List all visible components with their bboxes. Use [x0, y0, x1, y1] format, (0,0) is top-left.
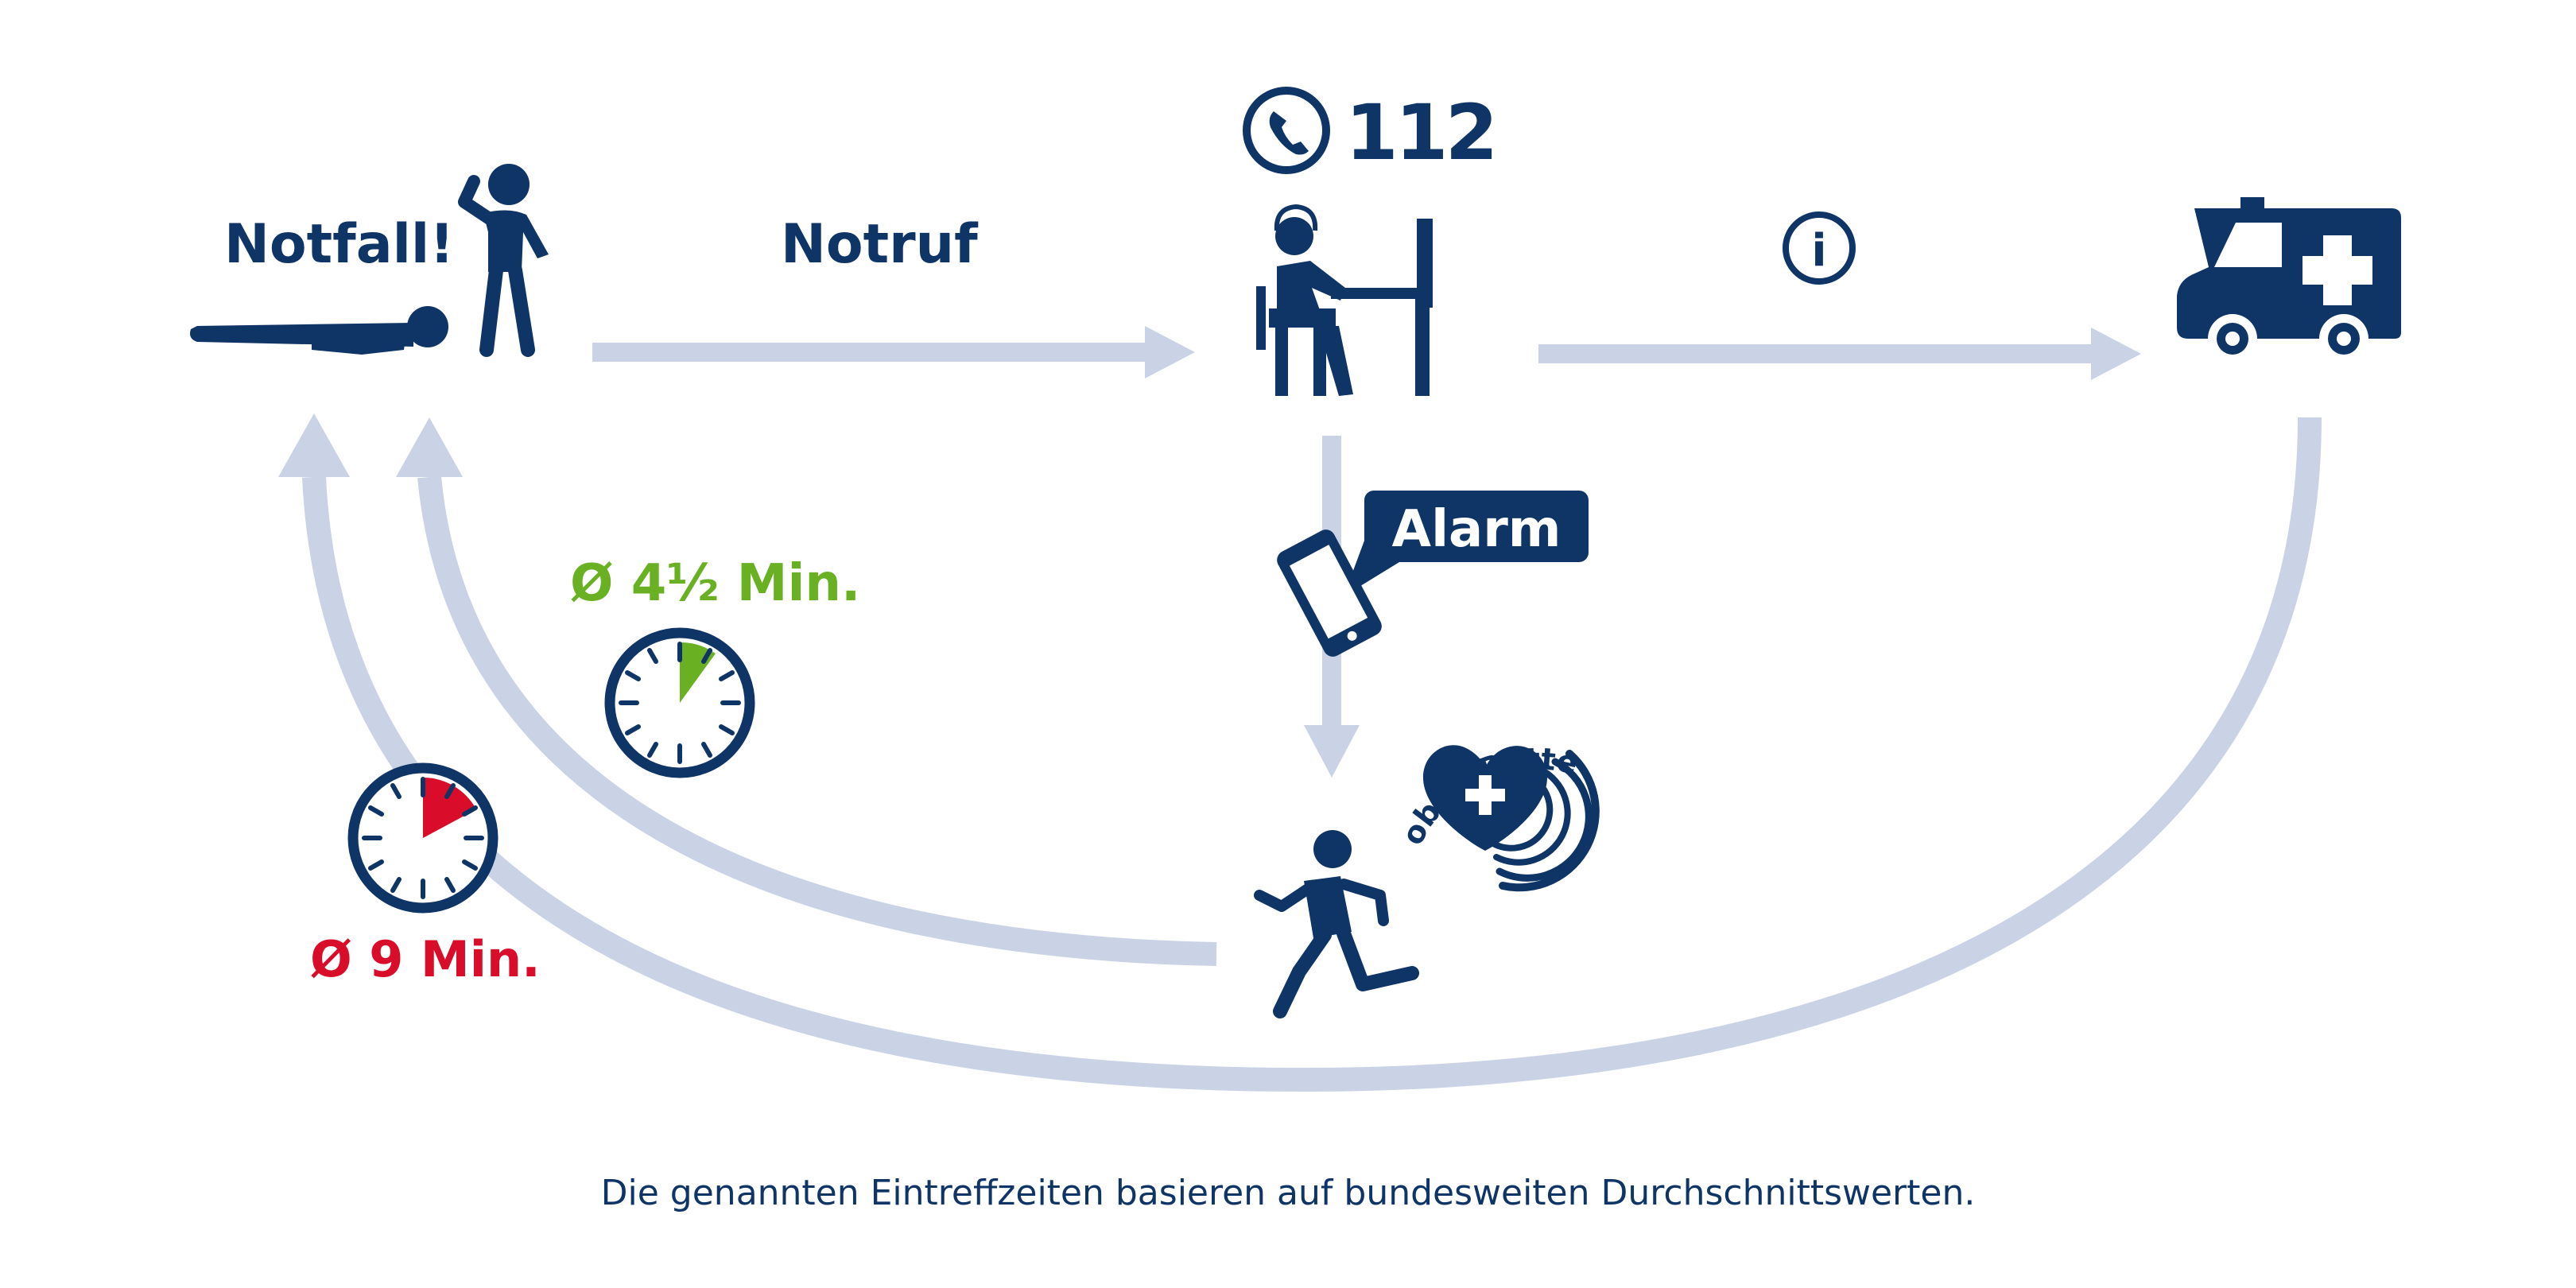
info-icon: i [1783, 211, 1856, 285]
clock-fast-icon [604, 627, 755, 778]
fast-time-label: Ø 4½ Min. [570, 554, 860, 613]
ambulance-icon [2177, 197, 2401, 363]
smartphone-icon [1277, 530, 1382, 657]
arrow-dispatch-to-ambulance [1538, 328, 2141, 380]
footnote: Die genannten Eintreffzeiten basieren au… [601, 1173, 1976, 1213]
standing-caller-icon [458, 164, 549, 357]
running-rescuer-icon [1254, 830, 1419, 1018]
alarm-bubble: Alarm [1344, 491, 1589, 596]
lying-person-icon [190, 306, 448, 355]
call-label: Notruf [781, 213, 979, 276]
badge-label: Mobile Retter [0, 0, 1581, 851]
arrow-call-to-dispatch [592, 326, 1195, 378]
dispatch-center: 112 [1243, 87, 1498, 396]
svg-text:i: i [1811, 225, 1826, 277]
arrow-rescuer-to-patient [396, 417, 1217, 966]
alarm-label: Alarm [1392, 500, 1562, 559]
dispatcher-icon [1256, 204, 1433, 396]
slow-time-label: Ø 9 Min. [310, 930, 541, 988]
clock-slow-icon [347, 762, 499, 914]
emergency-label: Notfall! [224, 213, 454, 276]
emergency-number: 112 [1345, 88, 1495, 177]
signal-waves-icon [1492, 750, 1600, 892]
phone-icon [1243, 87, 1330, 174]
emergency-scene: Notfall! [190, 164, 549, 357]
